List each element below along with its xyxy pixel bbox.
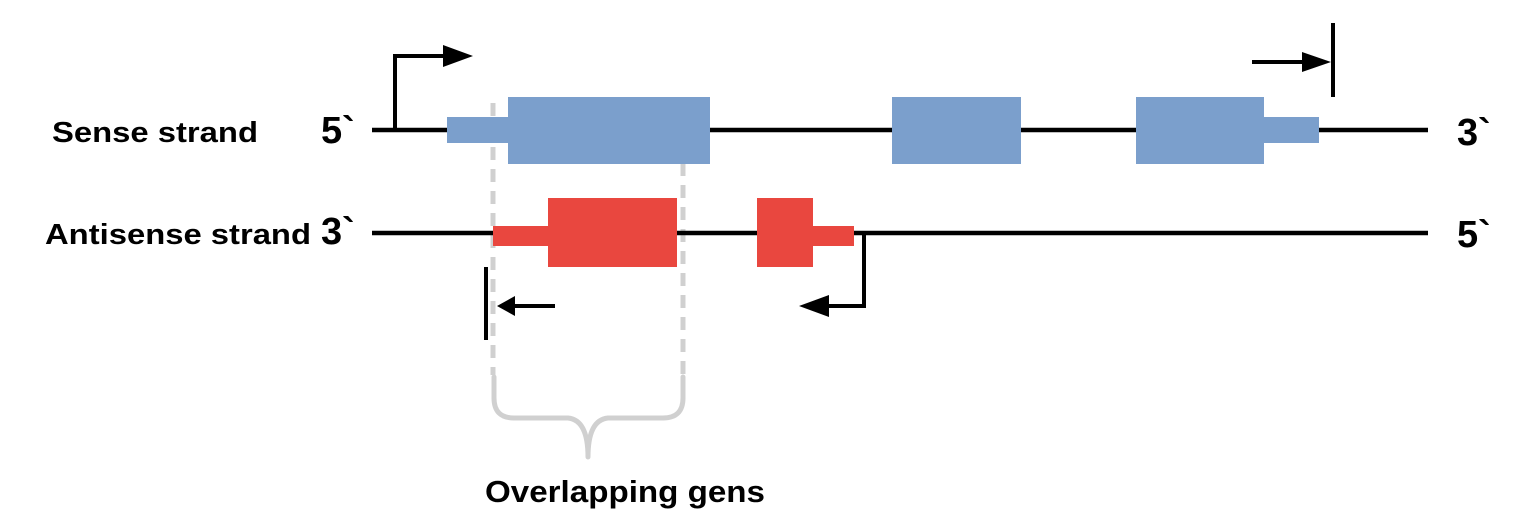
sense-strand-label: Sense strand (52, 117, 258, 149)
sense-5-utr (447, 117, 509, 143)
sense-terminator-arrowhead-icon (1302, 52, 1331, 72)
sense-strand-5-prime-label: 5` (321, 110, 355, 152)
sense-strand-3-prime-label: 3` (1457, 112, 1491, 154)
sense-exon-2 (892, 97, 1021, 164)
antisense-5-utr (812, 226, 854, 246)
sense-exon-3 (1136, 97, 1264, 164)
antisense-strand-label: Antisense strand (45, 219, 311, 251)
antisense-promoter-arrow-icon (826, 233, 866, 308)
antisense-3-utr (493, 226, 549, 246)
sense-exon-1 (508, 97, 710, 164)
antisense-terminator-arrowhead-icon (497, 296, 515, 316)
antisense-promoter-arrowhead-icon (799, 295, 829, 317)
antisense-exon-1 (548, 198, 677, 267)
overlapping-genes-label: Overlapping gens (485, 474, 765, 509)
antisense-strand-3-prime-label: 3` (321, 211, 355, 253)
antisense-strand-5-prime-label: 5` (1457, 214, 1491, 256)
antisense-exon-2 (757, 198, 813, 267)
sense-promoter-arrow-icon (393, 54, 446, 130)
overlap-brace (491, 374, 686, 460)
antisense-strand: Antisense strand 3` 5` (45, 198, 1491, 340)
sense-strand: Sense strand 5` 3` (52, 23, 1491, 164)
sense-promoter-arrowhead-icon (443, 45, 473, 67)
sense-3-utr (1263, 117, 1319, 143)
